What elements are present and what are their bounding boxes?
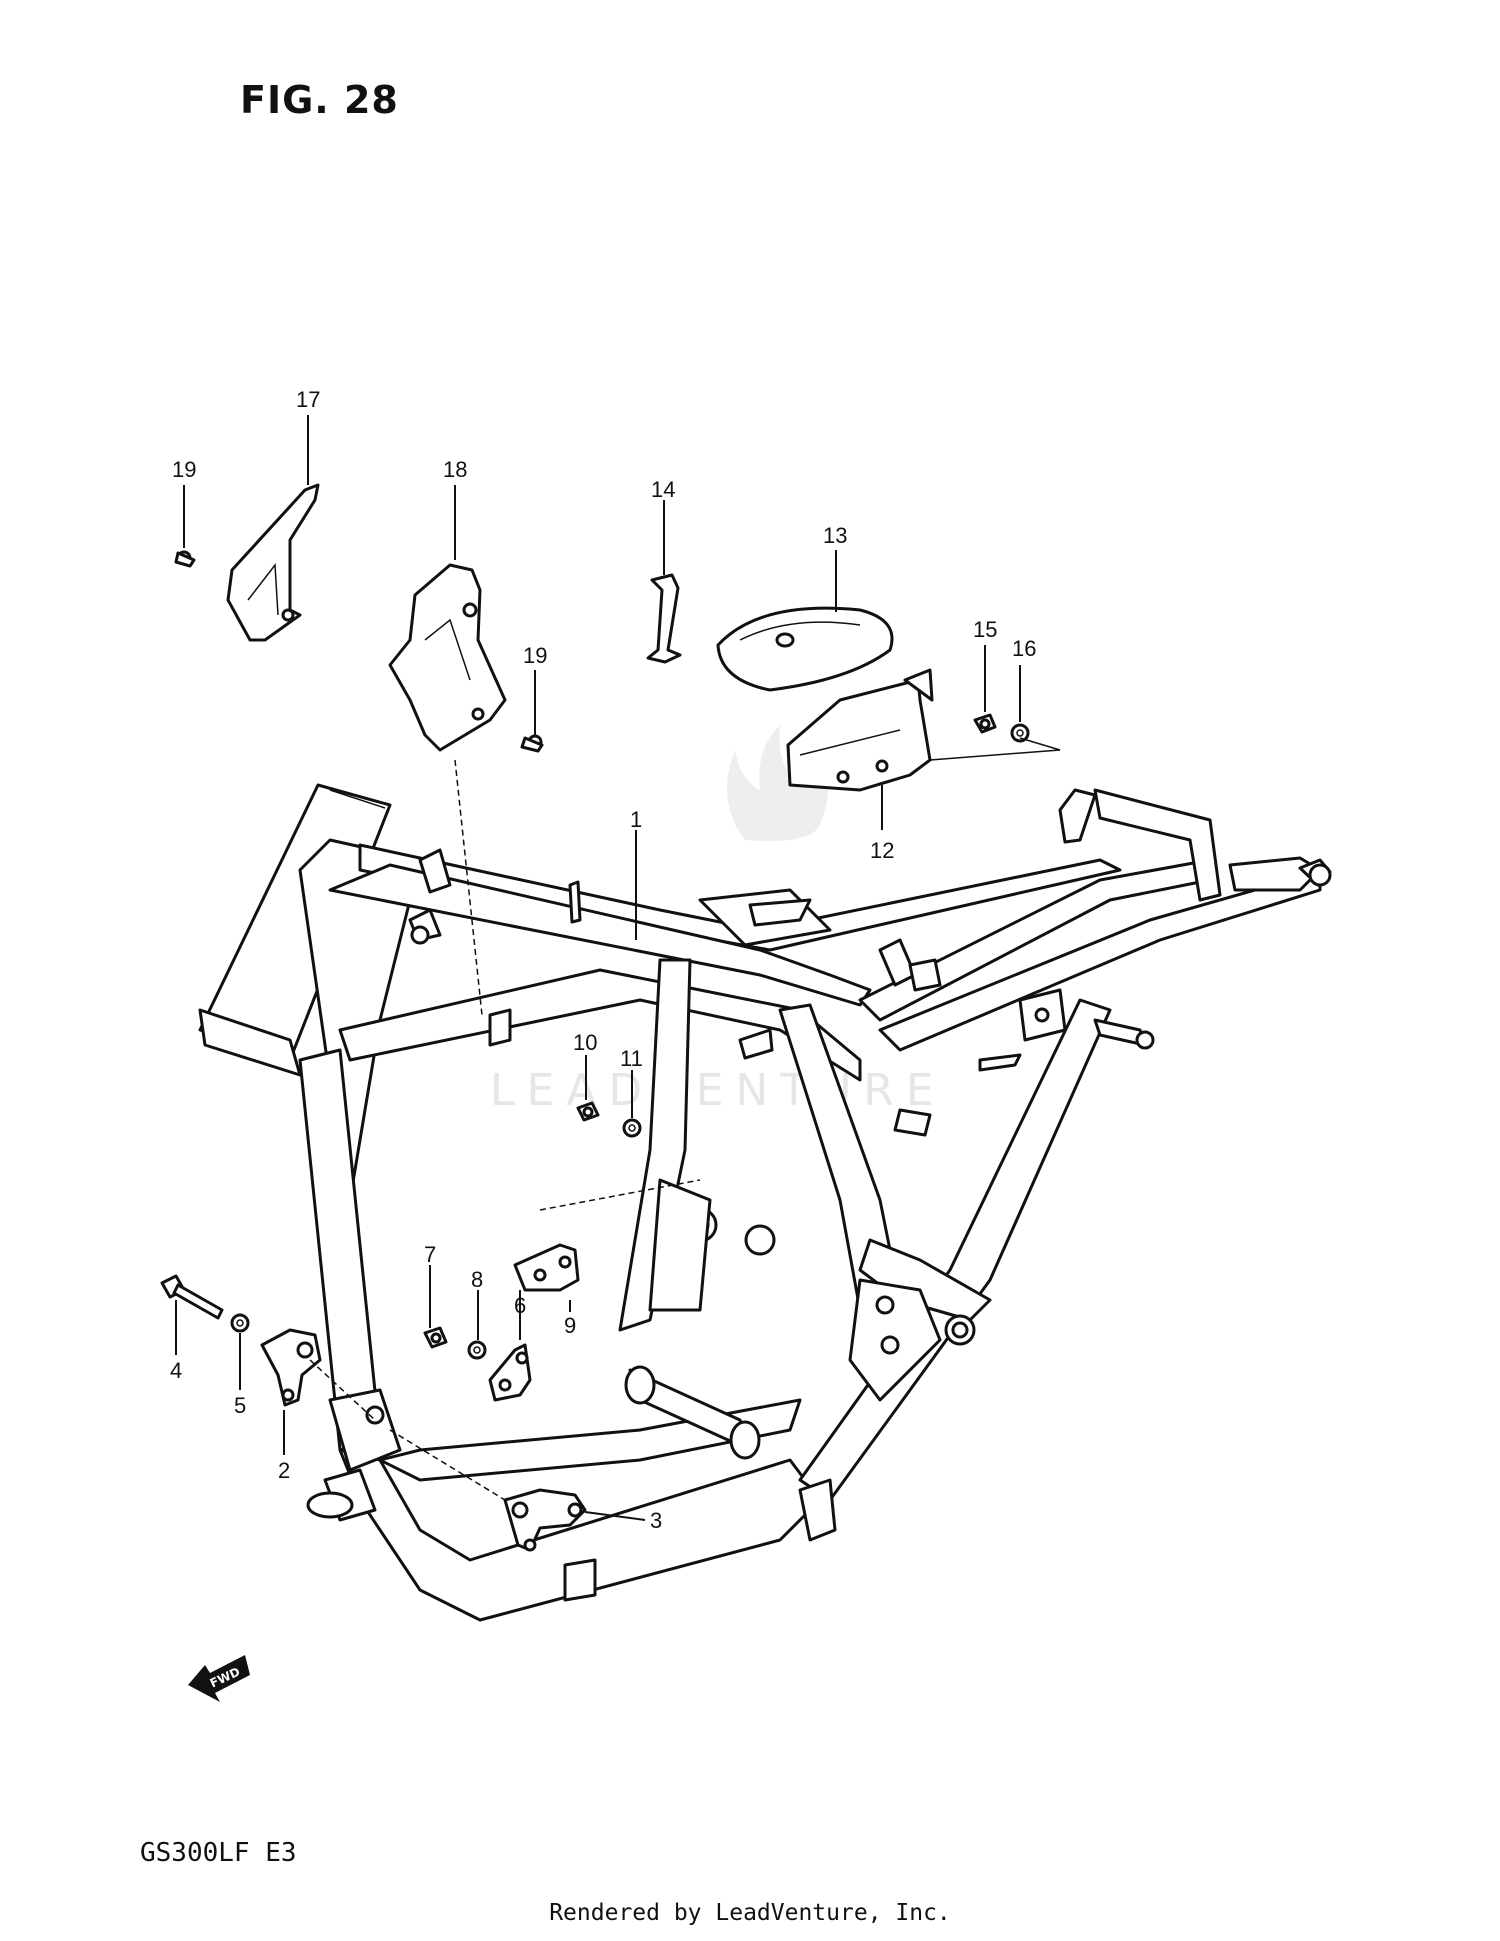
callout-18: 18: [443, 457, 467, 482]
part-7-bolt: [423, 1326, 448, 1349]
callout-2: 2: [278, 1458, 290, 1483]
part-14-strap: [646, 573, 682, 664]
callout-1: 1: [630, 807, 642, 832]
part-8-nut: [467, 1340, 487, 1360]
render-credit: Rendered by LeadVenture, Inc.: [549, 1900, 951, 1926]
callout-8: 8: [471, 1267, 483, 1292]
frame-body: [198, 783, 1332, 1622]
callout-numbers: 1 2 3 4 5 6 7 8 9 10 11 12 13 14 15 16 1…: [170, 387, 1036, 1533]
part-16-nut: [1010, 723, 1030, 743]
part-15-bolt: [973, 713, 997, 734]
part-10-bolt: [576, 1101, 600, 1122]
callout-7: 7: [424, 1242, 436, 1267]
callout-19-right: 19: [523, 643, 547, 668]
part-9-bracket: [513, 1243, 580, 1292]
part-17-cover: [226, 483, 320, 642]
part-19-bolt-left: [174, 550, 196, 568]
callout-3: 3: [650, 1508, 662, 1533]
part-19-bolt-right: [520, 734, 544, 753]
callout-11: 11: [620, 1046, 643, 1071]
callout-17: 17: [296, 387, 320, 412]
part-5-nut: [230, 1313, 250, 1333]
part-3-bracket: [503, 1488, 587, 1552]
part-6-bracket: [488, 1343, 532, 1402]
callout-16: 16: [1012, 636, 1036, 661]
callout-9: 9: [564, 1313, 576, 1338]
callout-13: 13: [823, 523, 847, 548]
callout-12: 12: [870, 838, 894, 863]
callout-15: 15: [973, 617, 997, 642]
part-12-plate: [786, 668, 934, 792]
callout-19-left: 19: [172, 457, 196, 482]
part-18-cover: [388, 563, 507, 752]
callout-5: 5: [234, 1393, 246, 1418]
fwd-arrow-icon: FWD: [188, 1655, 250, 1702]
callout-4: 4: [170, 1358, 182, 1383]
part-2-bracket: [260, 1328, 322, 1407]
leader-lines: [175, 415, 1061, 1521]
part-13-cover: [716, 606, 894, 692]
watermark-text: LEADVENTURE: [490, 1065, 946, 1116]
callout-10: 10: [573, 1030, 597, 1055]
callout-14: 14: [651, 477, 675, 502]
model-code: GS300LF E3: [140, 1838, 297, 1868]
part-4-bolt: [160, 1274, 224, 1320]
part-11-nut: [622, 1118, 642, 1138]
figure-title: FIG. 28: [240, 78, 399, 122]
callout-6: 6: [514, 1293, 526, 1318]
